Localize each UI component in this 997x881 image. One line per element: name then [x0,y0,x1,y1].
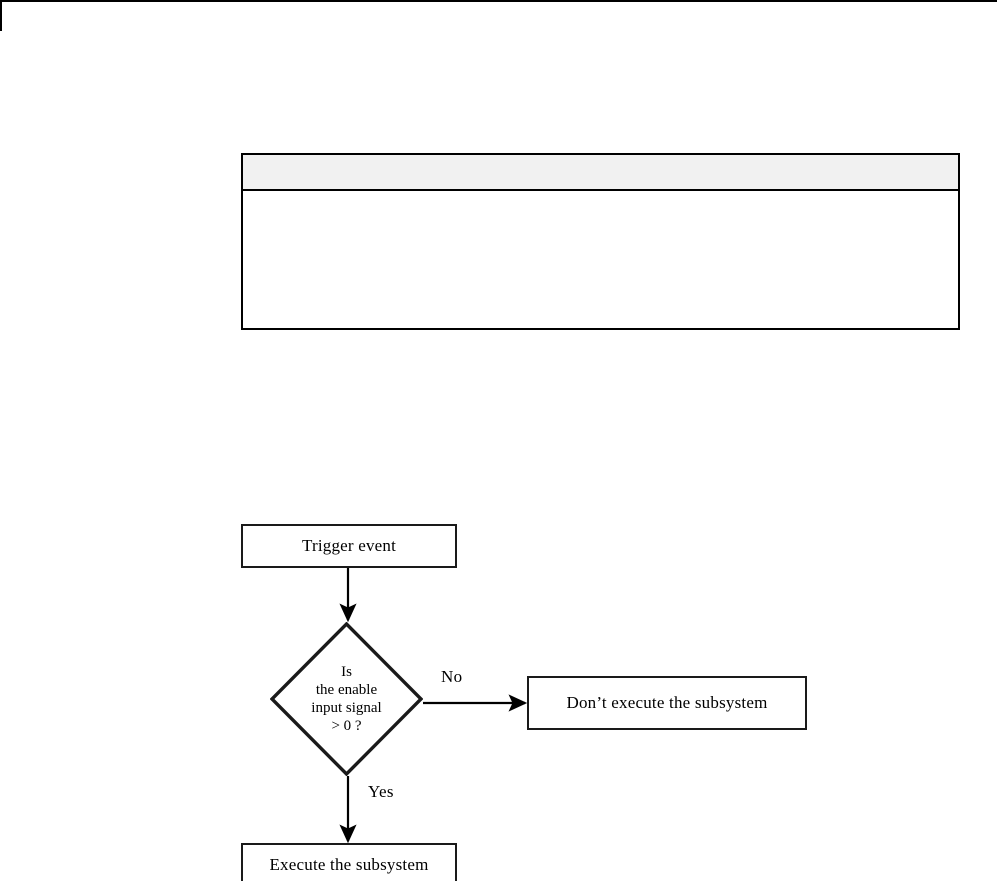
decision-line-4: > 0 ? [331,718,362,734]
flowchart-node-execute-subsystem[interactable]: Execute the subsystem [241,843,457,881]
flowchart-node-decision[interactable]: Is the enable input signal > 0 ? [270,622,423,776]
edge-label-no: No [441,667,463,686]
data-table [241,153,960,330]
page-top-rule [0,0,997,2]
flowchart-node-dont-execute-subsystem-label: Don’t execute the subsystem [566,693,768,712]
diamond-shape-icon [270,622,423,776]
decision-line-1: Is [341,664,352,680]
flowchart-node-trigger-event[interactable]: Trigger event [241,524,457,568]
flowchart-node-decision-label: Is the enable input signal > 0 ? [270,622,423,776]
page-left-margin-rule [0,0,2,31]
flowchart-node-trigger-event-label: Trigger event [301,536,397,555]
edge-label-yes: Yes [368,782,394,801]
decision-line-3: input signal [311,700,382,716]
flowchart-node-dont-execute-subsystem[interactable]: Don’t execute the subsystem [527,676,807,730]
decision-line-2: the enable [315,682,378,698]
table-header-row [243,155,958,191]
flowchart-node-execute-subsystem-label: Execute the subsystem [269,855,429,874]
